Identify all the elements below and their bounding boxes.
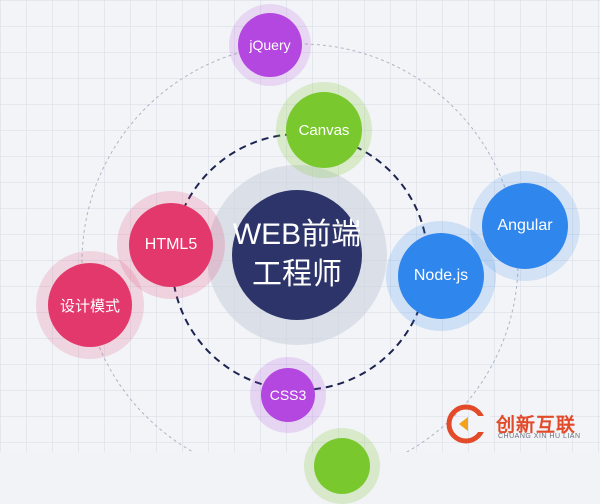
bottom-node: [314, 438, 370, 494]
angular-label: Angular: [497, 217, 553, 234]
center-node: WEB前端 工程师: [232, 190, 362, 320]
watermark-logo: 创新互联 CHUANG XIN HU LIAN: [444, 402, 594, 446]
nodejs-label: Node.js: [413, 267, 469, 284]
design-patterns-node: 设计模式: [48, 263, 132, 347]
css3-node: CSS3: [261, 368, 315, 422]
design-patterns-label: 设计模式: [59, 297, 120, 315]
jquery-label: jQuery: [249, 37, 291, 53]
html5-node: HTML5: [129, 203, 213, 287]
css3-label: CSS3: [269, 387, 307, 403]
nodejs-node: Node.js: [398, 233, 484, 319]
center-title-line1: WEB前端: [232, 218, 362, 251]
center-title-line2: 工程师: [252, 258, 342, 291]
canvas-node: Canvas: [286, 92, 362, 168]
watermark-subtitle: CHUANG XIN HU LIAN: [498, 433, 581, 440]
brand-mark-icon: [446, 404, 490, 444]
html5-label: HTML5: [144, 236, 198, 253]
angular-node: Angular: [482, 183, 568, 269]
watermark-brand: 创新互联: [496, 415, 577, 436]
canvas-label: Canvas: [298, 121, 350, 139]
jquery-node: jQuery: [238, 13, 302, 77]
